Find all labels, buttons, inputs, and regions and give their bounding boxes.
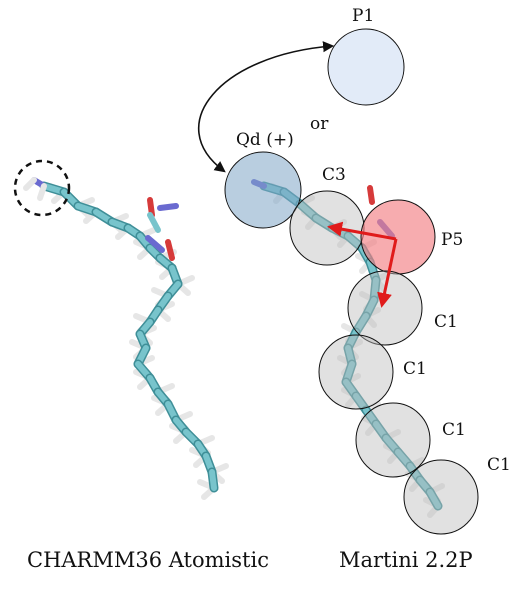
carbon-bond bbox=[209, 469, 217, 491]
or-label: or bbox=[310, 114, 329, 134]
hydrogen-bond bbox=[37, 183, 47, 201]
hydrogen-bond bbox=[23, 177, 37, 191]
bead-c1-c bbox=[355, 402, 431, 478]
caption-martini: Martini 2.2P bbox=[339, 548, 473, 572]
bead-c1-d bbox=[403, 459, 479, 535]
bead-label-c3: C3 bbox=[322, 165, 346, 185]
carbon-bond bbox=[147, 212, 161, 233]
bead-label-c1-a: C1 bbox=[434, 312, 458, 332]
nitrogen-bond bbox=[145, 235, 165, 253]
oxygen-bond bbox=[367, 185, 375, 205]
bead-label-c1-c: C1 bbox=[442, 420, 466, 440]
bead-p5 bbox=[360, 199, 436, 275]
atomistic-molecule bbox=[23, 177, 229, 500]
bead-label-p5: P5 bbox=[441, 230, 464, 250]
dipole-arrows bbox=[327, 221, 398, 308]
bead-label-c1-d: C1 bbox=[487, 455, 511, 475]
bead-label-c1-b: C1 bbox=[403, 359, 427, 379]
bead-c1-a bbox=[347, 270, 423, 346]
swap-arrow bbox=[197, 41, 335, 173]
amine-highlight-circle bbox=[13, 159, 71, 217]
bead-c3 bbox=[289, 190, 365, 266]
bead-label-p1: P1 bbox=[352, 6, 375, 26]
bead-label-qd: Qd (+) bbox=[236, 130, 294, 150]
bead-qd bbox=[224, 151, 302, 229]
martini-beads bbox=[224, 28, 479, 535]
carbon-bond bbox=[427, 489, 441, 509]
caption-atomistic: CHARMM36 Atomistic bbox=[27, 548, 269, 572]
nitrogen-bond bbox=[157, 203, 179, 211]
oxygen-bond bbox=[147, 197, 155, 218]
oxygen-bond bbox=[165, 239, 175, 261]
bead-p1 bbox=[327, 28, 405, 106]
bead-c1-b bbox=[318, 334, 394, 410]
